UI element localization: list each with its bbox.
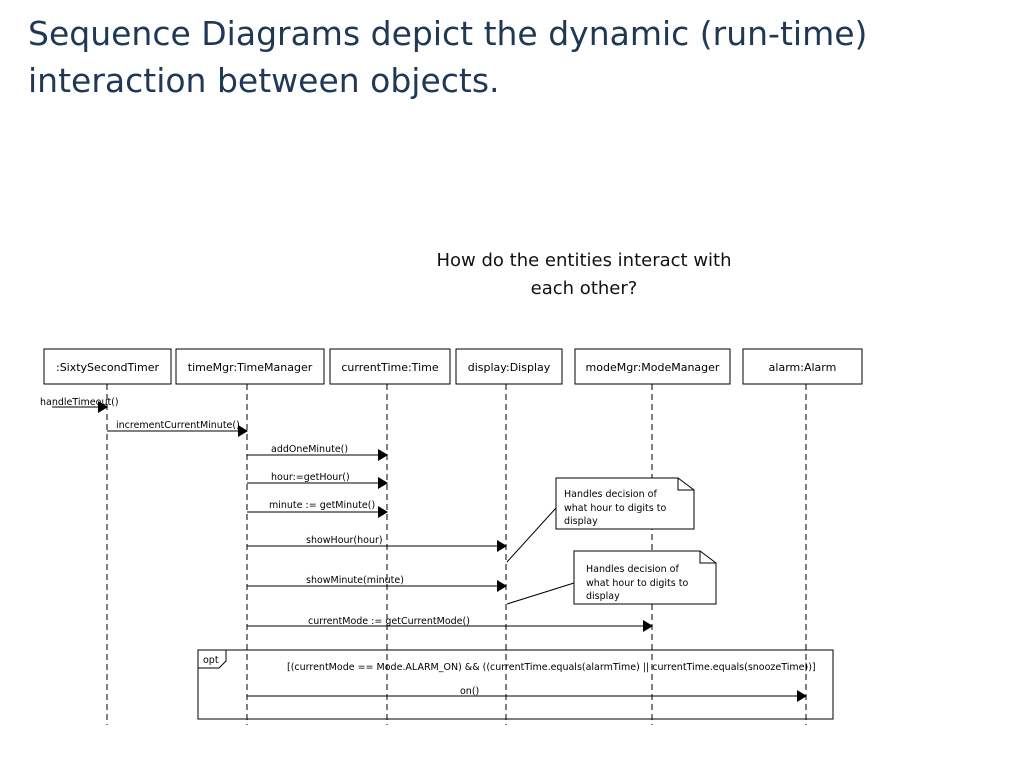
message-label-get-current-mode: currentMode := getCurrentMode() (308, 616, 470, 627)
lifeline-head-alarm: alarm:Alarm (742, 348, 863, 385)
note-1-connector (506, 507, 557, 563)
opt-fragment-guard: [(currentMode == Mode.ALARM_ON) && ((cur… (287, 662, 816, 673)
note-2-line-2: what hour to digits to (586, 578, 688, 589)
message-label-increment-current-minute: incrementCurrentMinute() (116, 420, 240, 431)
note-2-line-1: Handles decision of (586, 564, 679, 575)
lifeline-label-current-time: currentTime:Time (341, 361, 438, 374)
message-label-get-minute: minute := getMinute() (269, 500, 375, 511)
note-2-line-3: display (586, 591, 620, 602)
message-label-get-hour: hour:=getHour() (271, 472, 350, 483)
lifeline-label-mode-manager: modeMgr:ModeManager (586, 361, 720, 374)
lifeline-head-display: display:Display (455, 348, 563, 385)
slide-question: How do the entities interact with each o… (436, 250, 732, 299)
message-label-show-hour: showHour(hour) (306, 535, 383, 546)
note-1: Handles decision of what hour to digits … (506, 477, 695, 563)
note-1-line-1: Handles decision of (564, 489, 657, 500)
lifeline-label-alarm: alarm:Alarm (769, 361, 837, 374)
lifeline-head-current-time: currentTime:Time (329, 348, 451, 385)
opt-fragment: opt [(currentMode == Mode.ALARM_ON) && (… (197, 649, 834, 720)
opt-fragment-operator: opt (203, 655, 219, 666)
message-label-show-minute: showMinute(minute) (306, 575, 404, 586)
slide-title: Sequence Diagrams depict the dynamic (ru… (28, 14, 868, 100)
note-2: Handles decision of what hour to digits … (506, 550, 717, 605)
lifeline-head-time-manager: timeMgr:TimeManager (175, 348, 325, 385)
lifeline-label-display: display:Display (468, 361, 551, 374)
note-1-line-3: display (564, 516, 598, 527)
lifeline-label-time-manager: timeMgr:TimeManager (188, 361, 313, 374)
message-label-on: on() (460, 686, 479, 697)
lifeline-label-sixty-second-timer: :SixtySecondTimer (56, 361, 159, 374)
message-label-add-one-minute: addOneMinute() (271, 444, 348, 455)
note-1-line-2: what hour to digits to (564, 503, 666, 514)
message-label-handle-timeout: handleTimeout() (40, 397, 119, 408)
note-2-connector (506, 582, 575, 605)
lifeline-head-mode-manager: modeMgr:ModeManager (574, 348, 731, 385)
lifeline-head-sixty-second-timer: :SixtySecondTimer (43, 348, 172, 385)
